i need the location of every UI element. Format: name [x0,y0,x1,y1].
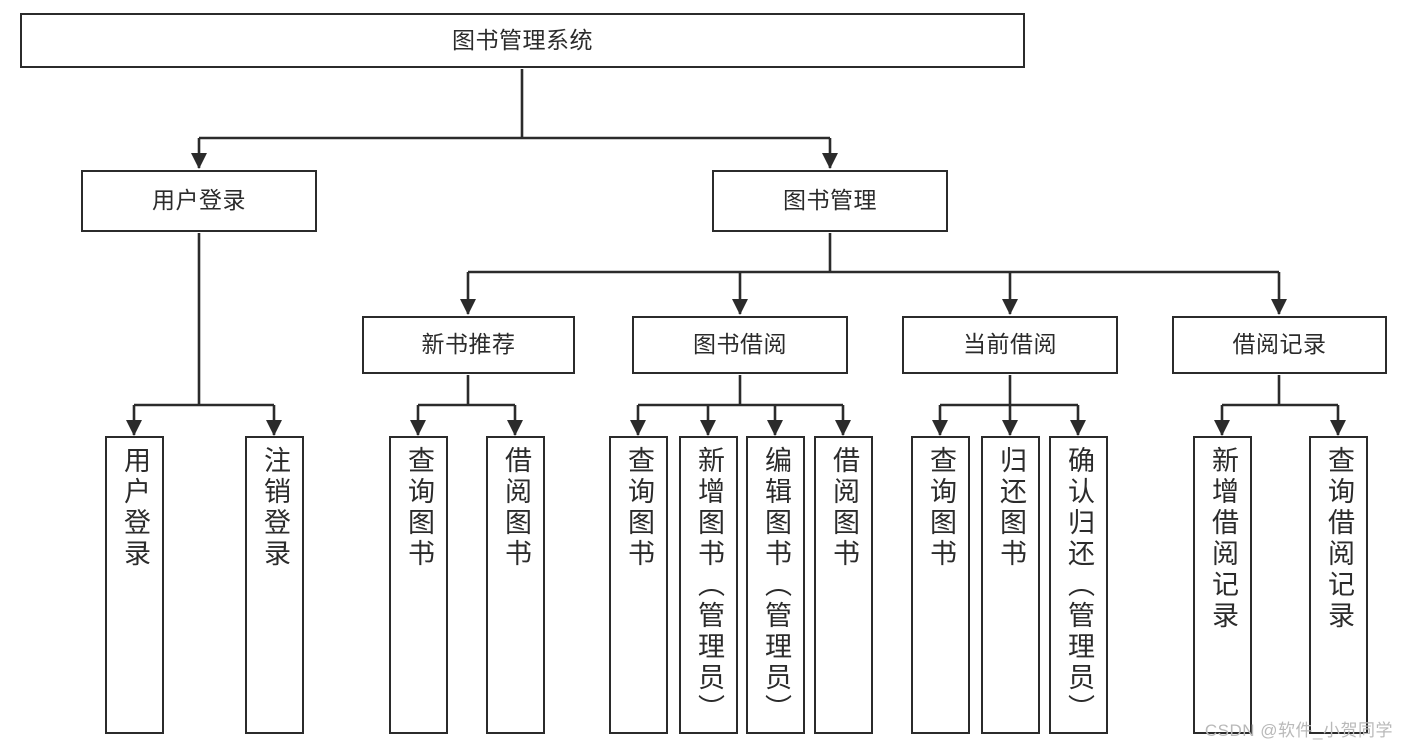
node-leaf-confirm-return-label: 确认归还（管理员） [1064,446,1094,725]
node-leaf-query-book-1[interactable]: 查询图书 [389,436,448,734]
node-book-borrow-label: 图书借阅 [693,331,787,358]
node-user-login[interactable]: 用户登录 [81,170,317,232]
node-leaf-add-book[interactable]: 新增图书（管理员） [679,436,738,734]
node-leaf-return-book[interactable]: 归还图书 [981,436,1040,734]
node-book-management-label: 图书管理 [783,187,877,214]
node-leaf-query-borrow-record-label: 查询借阅记录 [1324,446,1354,632]
node-leaf-borrow-book-2[interactable]: 借阅图书 [814,436,873,734]
node-leaf-user-login-label: 用户登录 [120,446,150,570]
node-leaf-add-book-label: 新增图书（管理员） [694,446,724,725]
node-new-book-recommend-label: 新书推荐 [421,331,516,358]
node-leaf-query-book-3[interactable]: 查询图书 [911,436,970,734]
node-new-book-recommend[interactable]: 新书推荐 [362,316,575,374]
node-leaf-edit-book[interactable]: 编辑图书（管理员） [746,436,805,734]
node-leaf-query-book-2[interactable]: 查询图书 [609,436,668,734]
node-leaf-borrow-book-1[interactable]: 借阅图书 [486,436,545,734]
node-root-label: 图书管理系统 [452,26,593,53]
node-borrow-record[interactable]: 借阅记录 [1172,316,1387,374]
node-leaf-logout-login-label: 注销登录 [260,446,290,570]
node-leaf-edit-book-label: 编辑图书（管理员） [761,446,791,725]
node-book-management[interactable]: 图书管理 [712,170,948,232]
node-current-borrow[interactable]: 当前借阅 [902,316,1118,374]
node-leaf-confirm-return[interactable]: 确认归还（管理员） [1049,436,1108,734]
node-leaf-query-book-3-label: 查询图书 [926,446,956,570]
node-leaf-logout-login[interactable]: 注销登录 [245,436,304,734]
node-user-login-label: 用户登录 [152,187,246,214]
node-root[interactable]: 图书管理系统 [20,13,1025,68]
node-leaf-borrow-book-2-label: 借阅图书 [829,446,859,570]
node-leaf-user-login[interactable]: 用户登录 [105,436,164,734]
node-current-borrow-label: 当前借阅 [963,331,1057,358]
node-leaf-borrow-book-1-label: 借阅图书 [501,446,531,570]
node-book-borrow[interactable]: 图书借阅 [632,316,848,374]
node-leaf-add-borrow-record-label: 新增借阅记录 [1208,446,1238,632]
node-leaf-query-book-1-label: 查询图书 [404,446,434,570]
node-leaf-query-book-2-label: 查询图书 [624,446,654,570]
node-leaf-query-borrow-record[interactable]: 查询借阅记录 [1309,436,1368,734]
node-leaf-add-borrow-record[interactable]: 新增借阅记录 [1193,436,1252,734]
node-borrow-record-label: 借阅记录 [1232,331,1327,358]
node-leaf-return-book-label: 归还图书 [996,446,1026,570]
